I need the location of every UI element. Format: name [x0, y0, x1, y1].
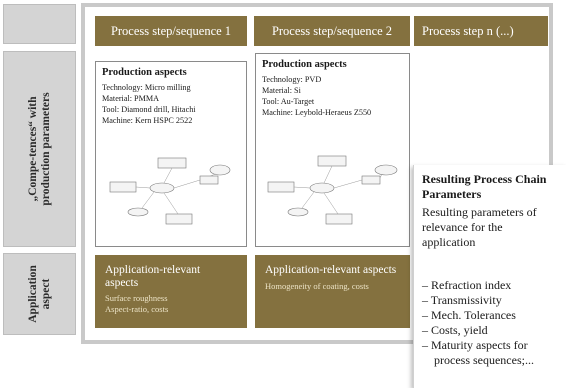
header-process-step-1: Process step/sequence 1: [95, 16, 247, 46]
resulting-parameters-panel: Resulting Process Chain Parameters Resul…: [413, 165, 566, 388]
application-aspects-box-1: Application-relevant aspects Surface rou…: [95, 255, 247, 328]
header-process-step-n: Process step n (...): [414, 16, 548, 46]
list-item: – Maturity aspects for: [422, 338, 528, 352]
production-aspects-title: Production aspects: [102, 67, 187, 78]
list-item: – Refraction index: [422, 278, 512, 292]
process-model-diagram: [109, 157, 231, 225]
application-aspects-box-2: Application-relevant aspects Homogeneity…: [255, 255, 410, 328]
process-model-diagram: [267, 155, 398, 225]
production-aspects-lines: Technology: PVD Material: Si Tool: Au-Ta…: [262, 75, 372, 117]
application-aspects-details: Homogeneity of coating, costs: [265, 281, 369, 291]
competences-side-box: „Compe-tences“ with production parameter…: [3, 51, 76, 247]
list-item: – Costs, yield: [422, 323, 488, 337]
production-aspects-box-2: Production aspects Technology: PVD Mater…: [255, 53, 410, 247]
application-aspects-title: Application-relevant aspects: [105, 264, 201, 289]
list-item: – Mech. Tolerances: [422, 308, 516, 322]
production-aspects-box-1: Production aspects Technology: Micro mil…: [95, 61, 247, 247]
production-aspects-lines: Technology: Micro milling Material: PMMA…: [102, 83, 196, 125]
application-aspects-details: Surface roughness Aspect-ratio, costs: [105, 293, 169, 314]
resulting-parameters-subtitle: Resulting parameters of relevance for th…: [422, 205, 537, 249]
blank-side-box: [3, 4, 76, 44]
resulting-parameters-list: – Refraction index – Transmissivity – Me…: [422, 278, 534, 368]
list-item: – Transmissivity: [422, 293, 502, 307]
application-side-box: Application aspect: [3, 253, 76, 335]
competences-label: „Compe-tences“ with production parameter…: [26, 92, 52, 206]
list-item: process sequences;...: [422, 353, 534, 367]
header-process-step-2: Process step/sequence 2: [254, 16, 410, 46]
application-aspects-title: Application-relevant aspects: [265, 264, 397, 276]
application-label: Application aspect: [26, 265, 52, 323]
production-aspects-title: Production aspects: [262, 59, 347, 70]
resulting-parameters-title: Resulting Process Chain Parameters: [422, 172, 547, 201]
